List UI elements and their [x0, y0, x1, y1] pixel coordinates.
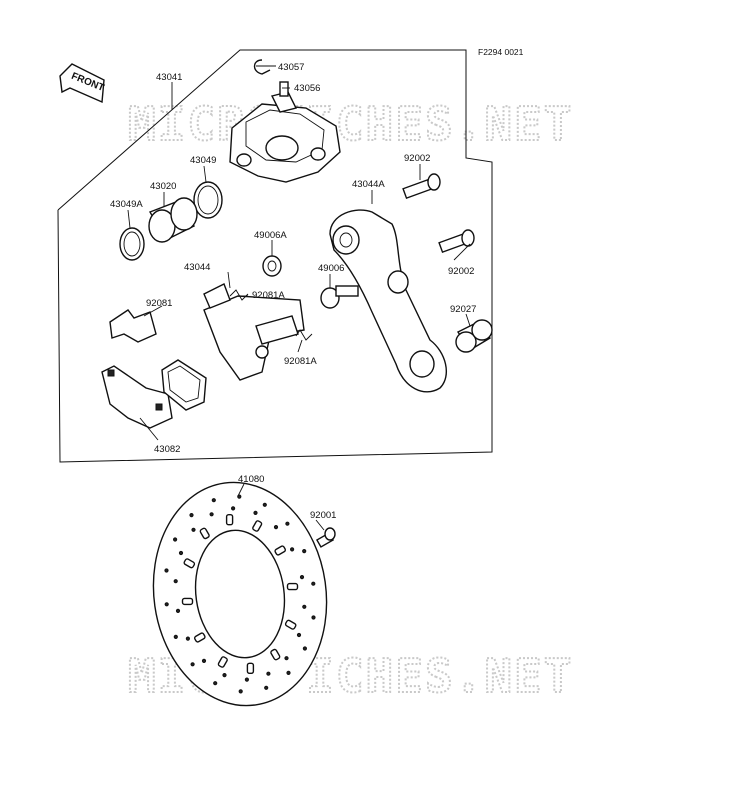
disc-hole — [191, 527, 196, 532]
label-92027: 92027 — [450, 304, 476, 315]
disc-hole — [231, 506, 236, 511]
bolt-92002-lower — [438, 229, 475, 254]
disc-bolt-92001 — [315, 527, 336, 548]
disc-slot — [270, 648, 281, 661]
disc-hole — [173, 537, 178, 542]
label-41080: 41080 — [238, 474, 264, 485]
disc-hole — [284, 656, 289, 661]
caliper-arm-43044A — [329, 209, 448, 393]
disc-hole — [296, 632, 302, 638]
watermark-top: MICROFICHES.NET — [128, 97, 573, 151]
disc-hole — [273, 525, 279, 530]
disc-slot — [181, 597, 194, 606]
disc-hole — [175, 608, 181, 614]
disc-hole — [253, 510, 258, 516]
disc-hole — [264, 685, 269, 690]
disc-hole — [178, 550, 184, 556]
disc-hole — [213, 681, 218, 686]
label-43049: 43049 — [190, 155, 216, 166]
disc-hole — [173, 634, 178, 640]
label-43020: 43020 — [150, 181, 176, 192]
disc-hole — [286, 670, 291, 676]
disc-hole — [211, 498, 216, 503]
label-92081: 92081 — [146, 298, 172, 309]
figure-code: F2294 0021 — [478, 47, 524, 57]
disc-slot — [286, 582, 299, 591]
pad-spring-92081 — [109, 309, 157, 343]
disc-hole — [302, 549, 307, 554]
disc-hole — [185, 636, 190, 641]
caliper-body — [229, 91, 341, 183]
label-43056: 43056 — [294, 83, 320, 94]
disc-hole — [222, 673, 227, 678]
disc-slot — [194, 632, 206, 643]
disc-hole — [311, 615, 316, 620]
disc-slot — [183, 558, 196, 569]
bleeder-valve — [253, 59, 289, 97]
label-92001: 92001 — [310, 510, 336, 521]
leader-lines — [127, 65, 471, 531]
label-43049A: 43049A — [110, 199, 143, 210]
caliper-bracket-43044 — [203, 283, 305, 381]
disc-hole — [285, 521, 290, 526]
bushing-49006A — [262, 255, 282, 277]
disc-hole — [164, 602, 169, 607]
disc-hole — [209, 512, 214, 517]
disc-slot — [284, 619, 297, 630]
label-43057: 43057 — [278, 62, 304, 73]
disc-hole — [262, 502, 267, 507]
piston — [148, 197, 198, 243]
disc-slot — [274, 545, 286, 556]
label-43044A: 43044A — [352, 179, 385, 190]
pad-spring-92081A-upper — [229, 289, 249, 301]
label-92002-upper: 92002 — [404, 153, 430, 164]
disc-slot — [225, 514, 234, 526]
disc-slot — [217, 656, 228, 668]
piston-seal-43049 — [193, 181, 223, 219]
pad-spring-92081A-lower — [295, 329, 313, 341]
disc-hole — [311, 581, 316, 586]
disc-hole — [290, 547, 295, 552]
disc-hole — [164, 568, 169, 573]
disc-hole — [238, 689, 243, 694]
disc-hole — [302, 604, 307, 609]
label-92081A-upper: 92081A — [252, 290, 285, 301]
disc-hole — [190, 662, 195, 667]
brake-disc-41080 — [152, 481, 328, 707]
disc-hole — [201, 658, 207, 664]
disc-hole — [189, 513, 194, 518]
label-92081A-lower: 92081A — [284, 356, 317, 367]
bolt-92002-upper — [402, 173, 441, 200]
bushing-49006 — [320, 285, 359, 309]
disc-hole — [266, 671, 271, 676]
caliper-assembly-outline — [57, 49, 493, 463]
disc-slot — [199, 527, 210, 540]
label-43044: 43044 — [184, 262, 210, 273]
collar-92027 — [455, 319, 493, 353]
disc-hole — [302, 646, 307, 651]
label-49006A: 49006A — [254, 230, 287, 241]
disc-hole — [173, 579, 178, 584]
disc-hole — [244, 677, 249, 682]
front-arrow-icon: FRONT — [59, 63, 106, 104]
label-49006: 49006 — [318, 263, 344, 274]
label-92002-lower: 92002 — [448, 266, 474, 277]
disc-slot — [246, 662, 255, 674]
label-43082: 43082 — [154, 444, 180, 455]
disc-hole — [299, 575, 305, 580]
disc-slot — [252, 520, 263, 532]
label-43041: 43041 — [156, 72, 182, 83]
brake-pad-set-43082 — [101, 359, 207, 429]
